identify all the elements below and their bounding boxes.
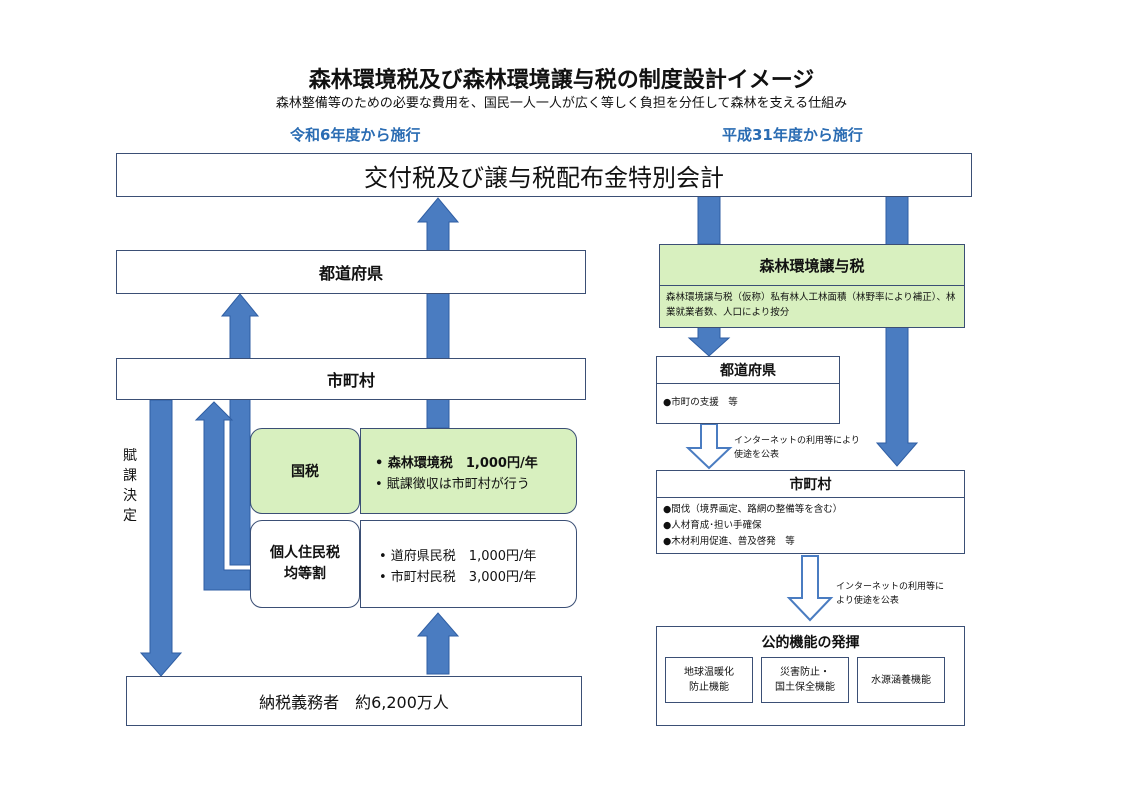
resident-tax-item-1: • 道府県民税 1,000円/年 [379, 549, 537, 564]
national-tax-label: 国税 [291, 464, 319, 480]
right-start-label: 平成31年度から施行 [722, 126, 863, 144]
arrow-municipality-to-public-outline [786, 555, 834, 622]
left-start-label: 令和6年度から施行 [290, 126, 421, 144]
internet-note-1: インターネットの利用等により使途を公表 [734, 436, 860, 460]
right-municipality-box: 市町村 ●間伐（境界画定、路網の整備等を含む） ●人材育成･担い手確保 ●木材利… [656, 470, 965, 554]
joyo-tax-title: 森林環境譲与税 [660, 245, 964, 286]
public-functions-box: 公的機能の発揮 地球温暖化 防止機能 災害防止・ 国土保全機能 水源涵養機能 [656, 626, 965, 726]
arrow-taxpayers-to-tax [416, 612, 460, 675]
arrow-account-to-joyo [697, 195, 721, 245]
resident-tax-label-line1: 個人住民税 [270, 545, 340, 561]
national-tax-item-1: • 森林環境税 1,000円/年 [375, 456, 538, 471]
national-tax-detail-box: • 森林環境税 1,000円/年 • 賦課徴収は市町村が行う [360, 428, 577, 514]
resident-tax-detail-box: • 道府県民税 1,000円/年 • 市町村民税 3,000円/年 [360, 520, 577, 608]
national-tax-label-box: 国税 [250, 428, 360, 514]
function-disaster-prevention: 災害防止・ 国土保全機能 [761, 657, 849, 703]
left-prefecture-label: 都道府県 [318, 264, 383, 283]
right-prefecture-title: 都道府県 [657, 357, 839, 384]
arrow-account-to-municipality [875, 195, 919, 467]
joyo-tax-detail: 森林環境譲与税（仮称）私有林人工林面積（林野率により補正）、林業就業者数、人口に… [666, 292, 956, 318]
internet-note-2: インターネットの利用等により使途を公表 [836, 582, 945, 606]
right-municipality-item-1: ●間伐（境界画定、路網の整備等を含む） [663, 504, 843, 515]
right-prefecture-item-1: ●市町の支援 等 [663, 397, 738, 408]
national-tax-item-2: • 賦課徴収は市町村が行う [375, 477, 530, 492]
taxpayers-label: 納税義務者 約6,200万人 [259, 693, 449, 712]
taxpayers-box: 納税義務者 約6,200万人 [126, 676, 582, 726]
function-global-warming-line2: 防止機能 [689, 682, 729, 693]
arrow-prefecture-to-municipality-outline [685, 423, 733, 470]
resident-tax-item-2: • 市町村民税 3,000円/年 [379, 570, 537, 585]
fukaketei-label: 賦課決定 [123, 448, 137, 524]
joyo-tax-box: 森林環境譲与税 森林環境譲与税（仮称）私有林人工林面積（林野率により補正）、林業… [659, 244, 965, 328]
arrow-joyo-to-prefecture [687, 326, 731, 357]
resident-tax-label-box: 個人住民税 均等割 [250, 520, 360, 608]
arrow-resident-to-municipality [194, 401, 251, 591]
left-municipality-box: 市町村 [116, 358, 586, 400]
function-global-warming: 地球温暖化 防止機能 [665, 657, 753, 703]
right-municipality-item-3: ●木材利用促進、普及啓発 等 [663, 536, 795, 547]
function-water-conservation-line1: 水源涵養機能 [871, 674, 931, 686]
function-disaster-prevention-line2: 国土保全機能 [775, 682, 835, 693]
resident-tax-label-line2: 均等割 [284, 566, 326, 582]
special-account-label: 交付税及び譲与税配布金特別会計 [364, 163, 724, 192]
left-municipality-label: 市町村 [326, 371, 375, 390]
left-prefecture-box: 都道府県 [116, 250, 586, 294]
function-water-conservation: 水源涵養機能 [857, 657, 945, 703]
right-municipality-item-2: ●人材育成･担い手確保 [663, 520, 762, 531]
public-functions-title: 公的機能の発揮 [761, 635, 860, 651]
page-subtitle: 森林整備等のための必要な費用を、国民一人一人が広く等しく負担を分任して森林を支え… [275, 96, 848, 111]
right-municipality-title: 市町村 [657, 471, 964, 498]
right-prefecture-box: 都道府県 ●市町の支援 等 [656, 356, 840, 424]
special-account-box: 交付税及び譲与税配布金特別会計 [116, 153, 972, 197]
function-global-warming-line1: 地球温暖化 [684, 667, 734, 678]
page-title: 森林環境税及び森林環境譲与税の制度設計イメージ [308, 68, 815, 93]
function-disaster-prevention-line1: 災害防止・ [780, 667, 830, 678]
arrow-municipality-to-taxpayers [139, 399, 183, 677]
